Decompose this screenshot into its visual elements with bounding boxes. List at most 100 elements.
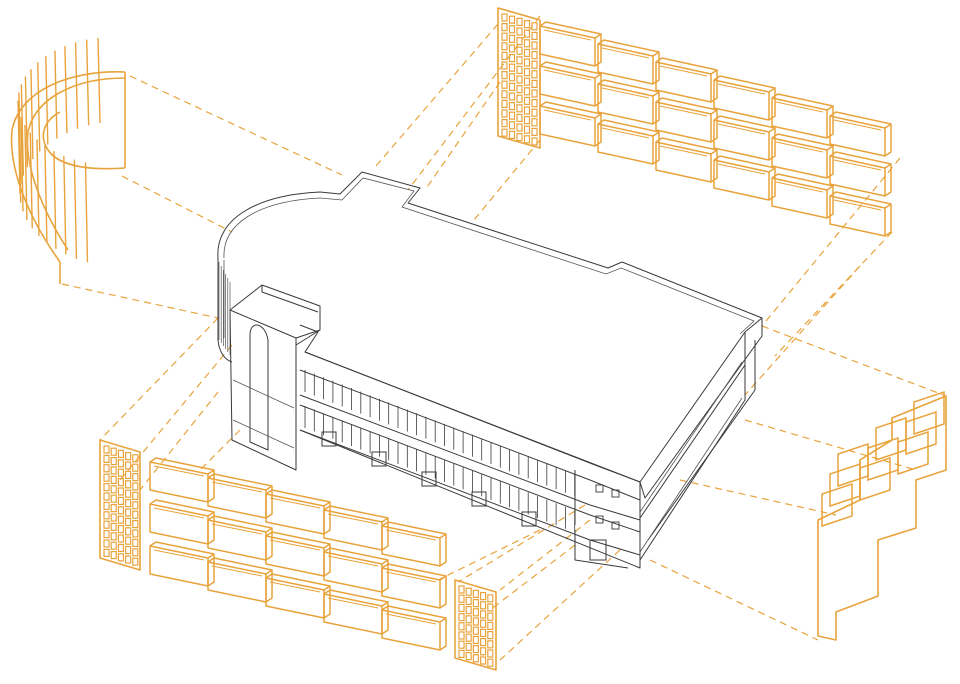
louver-cell: [829, 191, 892, 237]
panel-opening: [501, 80, 508, 89]
louver-fin: [601, 87, 650, 99]
panel-opening: [110, 550, 117, 560]
panel-opening: [501, 51, 508, 61]
louver-fin: [601, 127, 650, 139]
panel-opening: [480, 637, 487, 647]
louver-cell: [713, 75, 776, 121]
panel-opening: [110, 475, 117, 484]
panel-opening: [465, 615, 472, 624]
panel-opening: [110, 522, 117, 532]
panel-opening: [117, 553, 125, 562]
panel-opening: [103, 501, 110, 510]
panel-opening: [523, 20, 531, 29]
panel-opening: [132, 454, 139, 463]
side-window: [611, 489, 620, 498]
panel-opening: [132, 519, 139, 529]
panel-opening: [531, 50, 538, 60]
panel-opening: [110, 494, 117, 503]
central-building: [217, 171, 763, 569]
entrance-door: [589, 539, 607, 561]
louver-fin: [327, 513, 379, 525]
panel-opening: [516, 94, 523, 103]
panel-opening: [458, 640, 465, 649]
panel-opening: [523, 115, 531, 125]
east-louvered-facade: [817, 390, 947, 641]
panel-opening: [132, 501, 139, 510]
louver-fin: [775, 141, 824, 153]
panel-opening: [508, 92, 516, 101]
louver-cell: [539, 21, 602, 67]
panel-opening: [465, 596, 472, 606]
screen-fin: [45, 56, 49, 145]
screen-fin: [84, 162, 89, 263]
panel-opening: [508, 130, 516, 139]
louver-fin: [833, 119, 882, 131]
louver-fin: [269, 581, 321, 593]
louver-cell: [597, 119, 660, 165]
panel-opening: [487, 621, 494, 631]
louver-fin: [543, 109, 592, 121]
louver-cell: [381, 521, 447, 567]
panel-opening: [117, 524, 125, 534]
north-louvered-facade: [539, 21, 892, 237]
louver-cell: [207, 473, 273, 519]
louver-cell: [829, 462, 861, 508]
louver-fin: [269, 497, 321, 509]
panel-opening: [465, 587, 472, 596]
louver-cell: [859, 456, 891, 502]
panel-opening: [531, 137, 538, 146]
louver-cell: [207, 515, 273, 561]
louver-fin: [717, 163, 766, 175]
panel-opening: [523, 125, 531, 134]
panel-opening: [523, 29, 531, 38]
louver-cell: [323, 547, 389, 593]
panel-opening: [103, 483, 110, 492]
panel-opening: [501, 42, 508, 51]
ground-floor-window: [321, 431, 337, 447]
louver-cell: [323, 589, 389, 635]
panel-opening: [501, 23, 508, 32]
louver-cell: [829, 151, 892, 197]
side-window: [611, 521, 620, 530]
panel-opening: [472, 654, 479, 663]
panel-opening: [487, 630, 494, 640]
panel-opening: [501, 90, 508, 99]
panel-opening: [531, 60, 538, 69]
louver-fin: [385, 529, 437, 541]
panel-opening: [110, 532, 117, 541]
panel-opening: [110, 541, 117, 550]
panel-opening: [117, 478, 125, 487]
louver-cell: [771, 93, 834, 139]
panel-opening: [132, 529, 139, 538]
panel-opening: [531, 70, 538, 79]
panel-opening: [508, 34, 516, 44]
louver-fin: [659, 65, 708, 77]
panel-opening: [103, 445, 110, 454]
screen-fin: [30, 69, 34, 160]
louver-cell: [539, 101, 602, 147]
louver-fin: [211, 565, 263, 577]
panel-opening: [110, 504, 117, 513]
panel-opening: [523, 58, 531, 67]
panel-opening: [501, 32, 508, 41]
panel-opening: [458, 585, 465, 594]
panel-opening: [458, 594, 465, 603]
panel-opening: [124, 517, 132, 527]
panel-opening: [103, 454, 110, 463]
screen-fin: [97, 37, 101, 124]
louver-fin: [385, 613, 437, 625]
louver-fin: [269, 539, 321, 551]
panel-opening: [516, 75, 523, 84]
panel-opening: [110, 485, 117, 494]
panel-opening: [516, 65, 523, 75]
panel-opening: [117, 543, 125, 553]
louver-cell: [265, 573, 331, 619]
screen-fin: [74, 42, 79, 129]
panel-opening: [472, 626, 479, 635]
panel-opening: [487, 603, 494, 612]
panel-opening: [103, 548, 110, 558]
panel-opening: [480, 628, 487, 638]
panel-opening: [531, 79, 538, 89]
panel-opening: [132, 538, 139, 548]
